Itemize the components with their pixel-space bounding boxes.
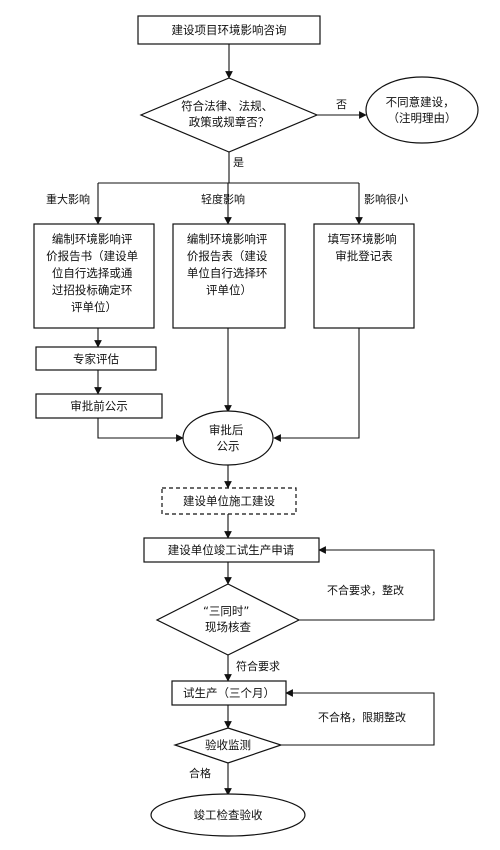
post-publicity-text: 审批后 公示 — [209, 423, 247, 453]
report-book-line-1: 编制环境影响评 — [52, 232, 133, 246]
report-table-line-3: 单位自行选择环 — [187, 266, 268, 280]
register-line-1: 填写环境影响 — [328, 232, 397, 246]
report-book-line-2: 价报告书（建设单 — [46, 249, 138, 263]
start-text: 建设项目环境影响咨询 — [172, 23, 287, 37]
post-publicity-line-2: 公示 — [217, 439, 240, 453]
post-publicity-line-1: 审批后 — [209, 423, 244, 437]
report-book-line-5: 评单位） — [71, 300, 117, 314]
label-no: 否 — [336, 98, 347, 111]
node-trial-run-box — [171, 680, 287, 706]
report-table-line-1: 编制环境影响评 — [187, 232, 268, 246]
trial-apply-text: 建设单位竣工试生产申请 — [168, 543, 295, 557]
edge-pre-post — [97, 418, 184, 442]
reject-line-1: 不同意建设， — [386, 95, 455, 109]
node-construction-box — [161, 487, 297, 515]
decision-line-1: 符合法律、法规、 — [181, 99, 273, 113]
label-yes: 是 — [233, 156, 244, 169]
report-table-text: 编制环境影响评 价报告表（建设 单位自行选择环 评单位） — [187, 232, 271, 297]
report-book-line-3: 位自行选择或通 — [52, 266, 133, 280]
three-same-text: “三同时” 现场核查 — [203, 604, 253, 634]
final-text: 竣工检查验收 — [194, 808, 263, 822]
three-same-line-1: “三同时” — [203, 604, 249, 618]
node-acceptance-test-diamond — [173, 727, 283, 764]
edge-three-loop — [299, 546, 435, 621]
label-pass-req: 符合要求 — [236, 659, 280, 673]
edge-register-post — [273, 328, 360, 442]
label-pass: 合格 — [189, 766, 211, 780]
label-major: 重大影响 — [46, 192, 90, 206]
node-register-box — [313, 223, 415, 329]
register-text: 填写环境影响 审批登记表 — [328, 232, 401, 263]
reject-line-2: （注明理由） — [388, 111, 457, 125]
node-report-book-box — [33, 223, 155, 329]
edge-test-loop — [281, 689, 435, 746]
trial-run-text: 试生产（三个月） — [183, 686, 275, 700]
node-three-same-diamond — [155, 583, 301, 656]
decision-text: 符合法律、法规、 政策或规章否？ — [181, 99, 277, 129]
reject-text: 不同意建设， （注明理由） — [386, 95, 459, 125]
node-decision-diamond — [139, 77, 319, 153]
three-same-line-2: 现场核查 — [205, 620, 251, 634]
node-expert-box — [35, 346, 157, 371]
node-final-ellipse — [150, 793, 306, 837]
report-table-line-4: 评单位） — [206, 283, 252, 297]
decision-line-2: 政策或规章否？ — [189, 115, 270, 129]
register-line-2: 审批登记表 — [335, 249, 393, 263]
node-trial-apply-box — [143, 537, 320, 563]
construction-text: 建设单位施工建设 — [183, 494, 275, 508]
pre-publicity-text: 审批前公示 — [70, 399, 128, 413]
node-post-publicity-ellipse — [182, 410, 274, 466]
acceptance-test-text: 验收监测 — [205, 738, 251, 752]
node-report-table-box — [172, 223, 286, 329]
report-book-line-4: 过招投标确定环 — [52, 283, 133, 297]
label-fail-rectify: 不合要求，整改 — [327, 583, 404, 597]
label-small: 影响很小 — [364, 192, 408, 206]
label-fail-deadline: 不合格，限期整改 — [318, 710, 406, 724]
node-pre-publicity-box — [35, 393, 163, 419]
report-book-text: 编制环境影响评 价报告书（建设单 位自行选择或通 过招投标确定环 评单位） — [46, 232, 142, 314]
node-start-box — [137, 15, 321, 45]
report-table-line-2: 价报告表（建设 — [187, 249, 268, 263]
label-minor: 轻度影响 — [201, 192, 245, 206]
expert-text: 专家评估 — [73, 352, 119, 366]
node-reject-ellipse — [365, 76, 479, 144]
